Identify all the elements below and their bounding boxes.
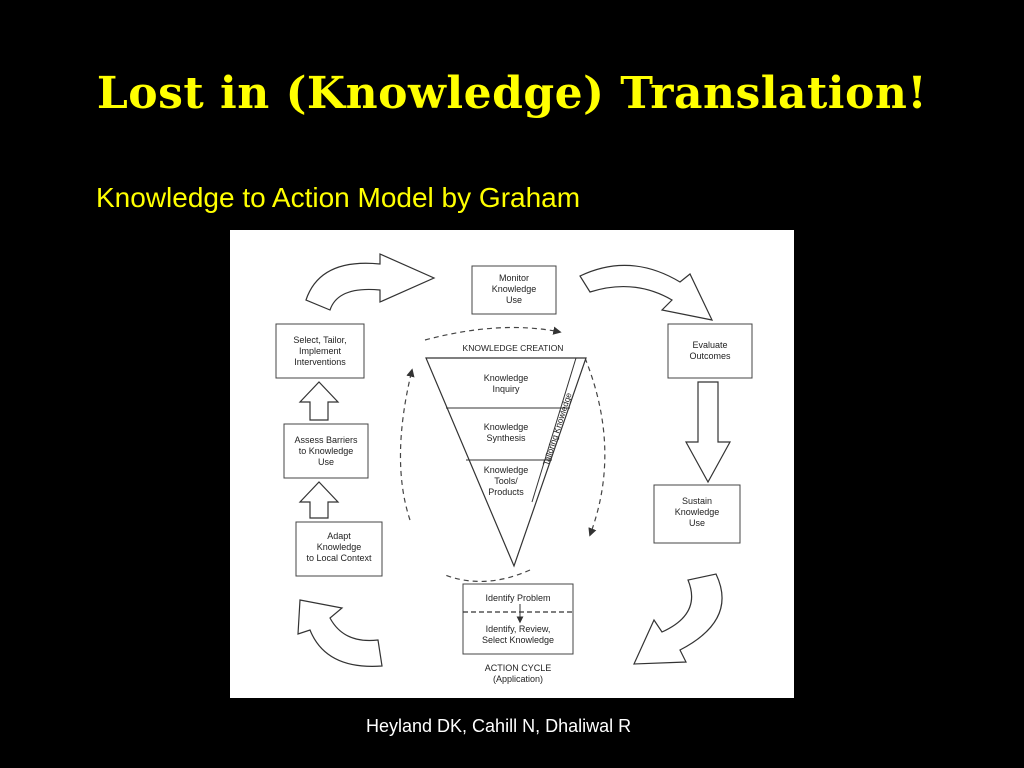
tools-line-3: Products xyxy=(488,487,524,497)
arrow-up-icon xyxy=(298,381,340,421)
select-line-3: Interventions xyxy=(294,357,346,367)
slide-subtitle: Knowledge to Action Model by Graham xyxy=(96,182,581,213)
adapt-line-2: Knowledge xyxy=(317,542,362,552)
knowledge-to-action-diagram: Monitor Knowledge Use Evaluate Outcomes … xyxy=(230,230,794,698)
select-tailor-implement-box: Select, Tailor, Implement Interventions xyxy=(275,323,365,379)
identify-review-line-1: Identify, Review, xyxy=(486,624,551,634)
inquiry-line-2: Inquiry xyxy=(492,384,520,394)
evaluate-line-2: Outcomes xyxy=(689,351,731,361)
tools-line-1: Knowledge xyxy=(484,465,529,475)
action-cycle-label: ACTION CYCLE xyxy=(485,663,552,673)
sustain-knowledge-use-box: Sustain Knowledge Use xyxy=(653,484,741,544)
monitor-line-3: Use xyxy=(506,295,522,305)
assess-line-2: to Knowledge xyxy=(299,446,354,456)
sustain-line-3: Use xyxy=(689,518,705,528)
sustain-line-1: Sustain xyxy=(682,496,712,506)
citation: Heyland DK, Cahill N, Dhaliwal R xyxy=(366,716,632,736)
select-line-1: Select, Tailor, xyxy=(293,335,346,345)
assess-barriers-box: Assess Barriers to Knowledge Use xyxy=(283,423,369,479)
select-line-2: Implement xyxy=(299,346,342,356)
knowledge-creation-header: KNOWLEDGE CREATION xyxy=(463,343,564,353)
identify-review-line-2: Select Knowledge xyxy=(482,635,554,645)
adapt-line-1: Adapt xyxy=(327,531,351,541)
assess-line-3: Use xyxy=(318,457,334,467)
action-cycle-sublabel: (Application) xyxy=(493,674,543,684)
sustain-line-2: Knowledge xyxy=(675,507,720,517)
adapt-knowledge-box: Adapt Knowledge to Local Context xyxy=(295,521,383,577)
curved-arrow-bottom-left-icon xyxy=(297,599,383,667)
curved-arrow-bottom-right-icon xyxy=(633,573,723,665)
monitor-line-1: Monitor xyxy=(499,273,529,283)
identify-problem-box: Identify Problem Identify, Review, Selec… xyxy=(462,583,574,655)
identify-problem-label: Identify Problem xyxy=(485,593,550,603)
curved-arrow-top-right-icon xyxy=(579,264,714,321)
inquiry-line-1: Knowledge xyxy=(484,373,529,383)
assess-line-1: Assess Barriers xyxy=(294,435,358,445)
action-cycle-dashed-loop xyxy=(399,326,606,582)
monitor-knowledge-use-box: Monitor Knowledge Use xyxy=(471,265,557,315)
knowledge-creation-funnel: KNOWLEDGE CREATION Knowledge Inquiry Kno… xyxy=(425,343,587,568)
evaluate-line-1: Evaluate xyxy=(692,340,727,350)
adapt-line-3: to Local Context xyxy=(306,553,372,563)
slide-title: Lost in (Knowledge) Translation! xyxy=(96,68,928,119)
synthesis-line-1: Knowledge xyxy=(484,422,529,432)
arrow-up-icon xyxy=(298,481,340,519)
tools-line-2: Tools/ xyxy=(494,476,518,486)
monitor-line-2: Knowledge xyxy=(492,284,537,294)
arrow-down-icon xyxy=(684,381,732,484)
synthesis-line-2: Synthesis xyxy=(486,433,526,443)
evaluate-outcomes-box: Evaluate Outcomes xyxy=(667,323,753,379)
curved-arrow-top-left-icon xyxy=(305,253,436,311)
